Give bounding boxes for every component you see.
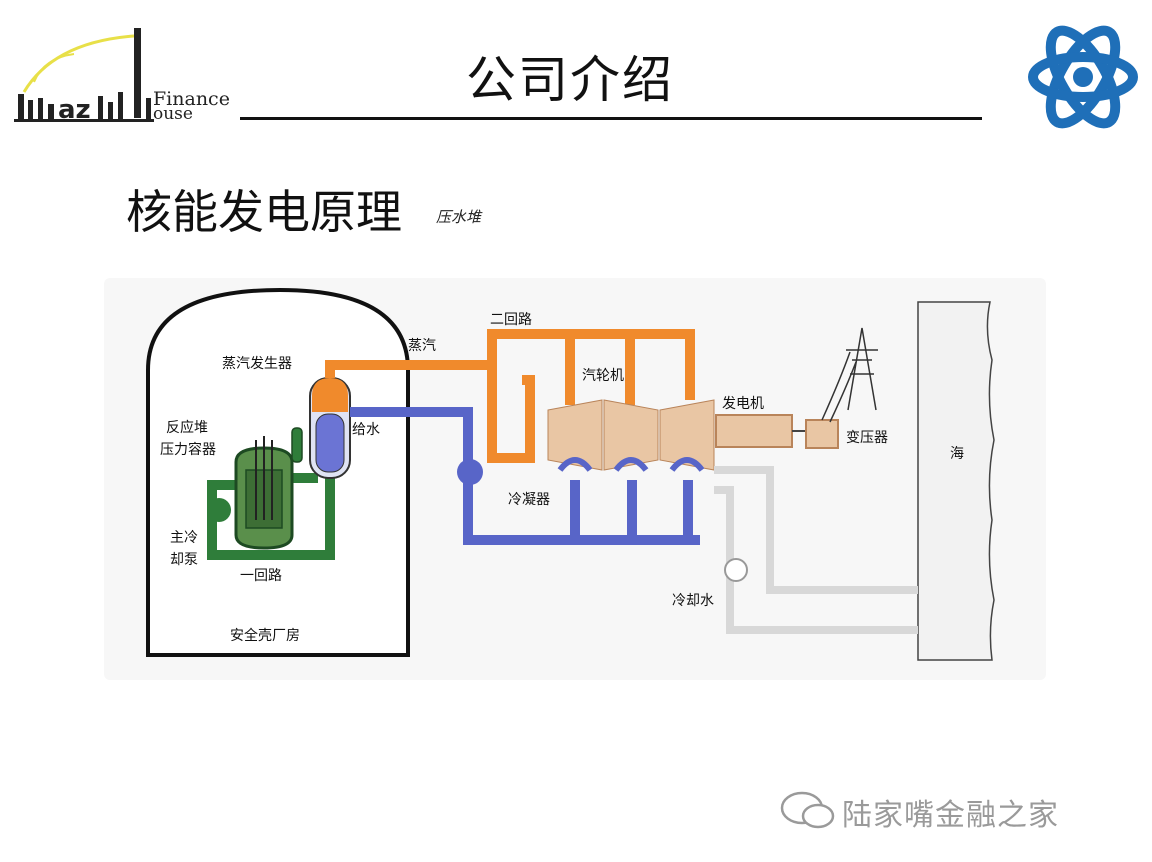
watermark-text: 陆家嘴金融之家 [842,798,1059,833]
label-reactor-line1: 反应堆 [166,419,208,436]
steam-generator [309,377,351,479]
turbine [547,399,715,471]
transformer [805,419,839,449]
section-heading: 核能发电原理 [126,185,402,239]
steam-line [325,329,695,463]
primary-loop [207,470,335,560]
logo-house-text: ouse [153,104,193,124]
label-reactor-line2: 压力容器 [160,441,216,458]
condenser [557,457,705,472]
title-divider [240,117,982,120]
atom-logo-icon [1020,10,1146,144]
section-heading-note: 压水堆 [436,208,482,226]
label-main-pump-line2: 却泵 [170,552,198,568]
main-coolant-pump [207,498,231,522]
pressurizer [291,427,303,463]
label-steam-generator: 蒸汽发生器 [222,356,292,372]
label-containment: 安全壳厂房 [230,627,300,644]
label-steam: 蒸汽 [408,338,436,354]
label-cooling-water: 冷却水 [672,593,714,609]
logo-finance-text: Finance [153,88,230,110]
cooling-water-line [714,466,918,634]
feedwater-pump [457,459,483,485]
label-generator: 发电机 [722,396,764,412]
label-turbine: 汽轮机 [582,368,624,384]
wechat-icon [778,788,1118,832]
transmission-tower-icon [821,327,878,423]
company-logo: az [14,22,244,132]
label-primary-loop: 一回路 [240,568,282,584]
label-sea: 海 [950,446,964,462]
reactor-vessel [234,436,294,550]
cooling-water-pump [724,558,748,582]
label-feedwater: 给水 [352,422,380,438]
label-main-pump-line1: 主冷 [170,530,198,546]
label-condenser: 冷凝器 [508,492,550,508]
generator [715,414,793,448]
sea-wall [917,301,995,661]
label-transformer: 变压器 [846,430,888,446]
label-secondary-loop: 二回路 [490,312,532,328]
page-title: 公司介绍 [466,51,674,109]
